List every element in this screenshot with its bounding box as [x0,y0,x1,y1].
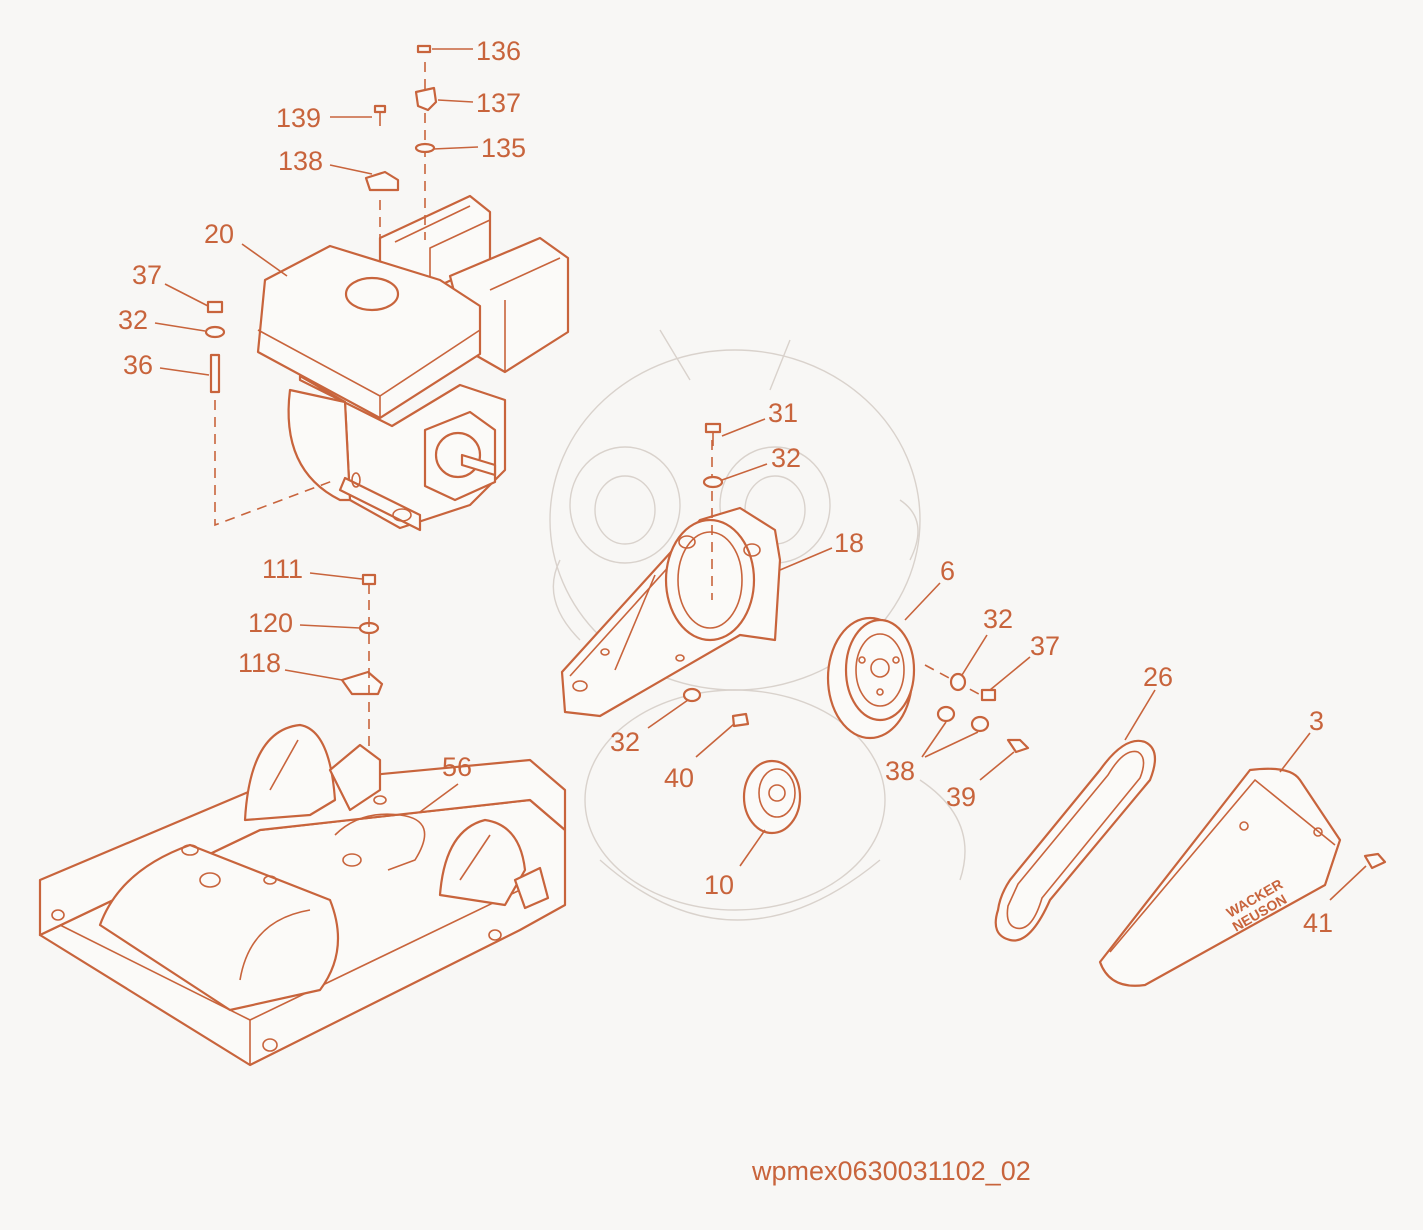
assembly-line [214,400,336,527]
callout-3: 3 [1309,706,1324,736]
callout-139: 139 [276,103,321,133]
leader-lines [154,48,1367,901]
callout-138: 138 [278,146,323,176]
hardware-32-37-38-39 [936,672,1030,754]
pulley-10 [742,759,802,835]
callout-32-guard: 32 [771,443,801,473]
callout-137: 137 [476,88,521,118]
callout-labels: 136 137 139 135 138 20 37 32 36 31 32 18… [118,36,1333,938]
callout-37-left: 37 [132,260,162,290]
watermark-mascot [549,329,966,921]
callout-41: 41 [1303,908,1333,938]
callout-37-right: 37 [1030,631,1060,661]
pulley-6 [826,616,916,740]
callout-6: 6 [940,556,955,586]
callout-20: 20 [204,219,234,249]
callout-18: 18 [834,528,864,558]
callout-135: 135 [481,133,526,163]
callout-38: 38 [885,756,915,786]
belt-guard-back-18 [560,506,782,718]
screw-41 [1363,852,1387,870]
hardware-37-32-36 [204,300,226,394]
base-plate-56 [38,723,567,1067]
callout-32-right: 32 [983,604,1013,634]
hardware-111-120-118 [340,573,384,696]
callout-36: 36 [123,350,153,380]
callout-39: 39 [946,782,976,812]
hardware-31-32 [682,422,750,728]
hardware-136-137-135-138-139 [364,44,438,192]
callout-10: 10 [704,870,734,900]
callout-31: 31 [768,398,798,428]
callout-32-left: 32 [118,305,148,335]
v-belt-26 [994,739,1157,942]
drawing-id: wpmex0630031102_02 [751,1156,1031,1186]
callout-56: 56 [442,752,472,782]
callout-120: 120 [248,608,293,638]
belt-guard-front-3: WACKER NEUSON [1098,767,1342,987]
callout-111: 111 [262,554,303,584]
callout-40: 40 [664,763,694,793]
callout-26: 26 [1143,662,1173,692]
callout-118: 118 [238,648,281,678]
engine-20 [256,194,570,532]
callout-136: 136 [476,36,521,66]
callout-32-low: 32 [610,727,640,757]
